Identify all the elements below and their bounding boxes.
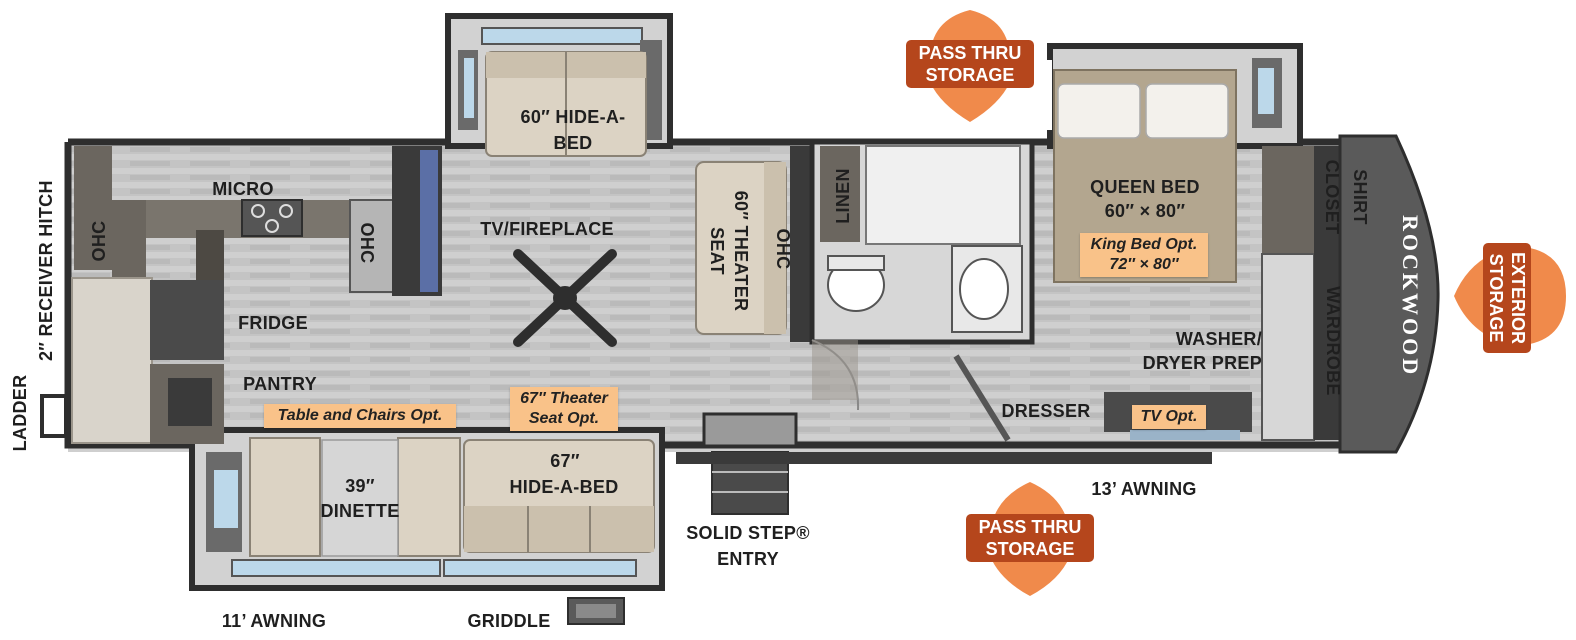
pass-thru-storage-bottom-line2: STORAGE — [985, 539, 1075, 559]
shirt-closet-label-line1: SHIRT — [1350, 169, 1370, 225]
ohc-bath-label: OHC — [773, 228, 793, 270]
theater-seat-60-label-line1: 60″ THEATER — [731, 190, 751, 312]
receiver-hitch-label: 2″ RECEIVER HITCH — [36, 180, 56, 361]
queen-bed-label-line2: 60″ × 80″ — [1104, 201, 1186, 221]
bedroom-furniture — [1104, 146, 1340, 441]
awning-11-label: 11’ AWNING — [221, 611, 327, 631]
bathroom — [809, 139, 1035, 345]
exterior-storage-line2: STORAGE — [1486, 253, 1506, 343]
king-bed-option: King Bed Opt. 72″ × 80″ — [1080, 233, 1208, 277]
micro-label: MICRO — [212, 179, 274, 199]
ohc-fireplace-label: OHC — [357, 222, 377, 264]
washer-dryer-label-line2: DRYER PREP — [1142, 353, 1262, 373]
pass-thru-storage-bottom-line1: PASS THRU — [978, 517, 1082, 537]
table-chairs-option: Table and Chairs Opt. — [264, 404, 456, 428]
theater-seat-67-option-line2: Seat Opt. — [528, 410, 600, 427]
theater-seat-60-label-line2: SEAT — [707, 227, 727, 275]
dresser-label: DRESSER — [1001, 401, 1091, 421]
kitchen-cabinets — [71, 146, 442, 444]
washer-dryer-label-line1: WASHER/ — [1175, 329, 1262, 349]
dinette-label-line2: DINETTE — [320, 501, 400, 521]
theater-seat-67-option: 67″ Theater Seat Opt. — [510, 387, 618, 431]
griddle-label: GRIDDLE — [467, 611, 551, 631]
hide-a-bed-60-label-line1: 60″ HIDE-A- — [520, 107, 626, 127]
sofa-60 — [485, 51, 647, 157]
pass-thru-storage-top-line1: PASS THRU — [918, 43, 1022, 63]
stove — [241, 199, 303, 237]
king-bed-option-line2: 72″ × 80″ — [1109, 256, 1179, 273]
ohc-kitchen-label: OHC — [89, 220, 109, 262]
hide-a-bed-67-label-line1: 67″ — [550, 451, 580, 471]
wardrobe-label: WARDROBE — [1323, 286, 1343, 396]
queen-bed-label-line1: QUEEN BED — [1090, 177, 1200, 197]
hide-a-bed-67-label-line2: HIDE-A-BED — [509, 477, 619, 497]
griddle-shape — [567, 597, 625, 625]
pass-thru-storage-top-line2: STORAGE — [925, 65, 1015, 85]
tv-option: TV Opt. — [1132, 405, 1206, 429]
dinette-label-line1: 39″ — [345, 476, 375, 496]
ladder-label: LADDER — [10, 374, 30, 452]
solid-step-label-line2: ENTRY — [717, 549, 779, 569]
theater-seat-60 — [695, 146, 810, 342]
ladder-shape — [40, 394, 68, 438]
awning-rail — [676, 452, 1212, 464]
pass-thru-storage-top-badge: PASS THRU STORAGE — [906, 40, 1034, 88]
shirt-closet-label-line2: CLOSET — [1322, 159, 1342, 235]
fridge-label: FRIDGE — [238, 313, 308, 333]
hide-a-bed-60-label-line2: BED — [553, 133, 593, 153]
awning-13-label: 13’ AWNING — [1091, 479, 1197, 499]
linen-label: LINEN — [833, 168, 853, 224]
sofa-67 — [463, 439, 655, 553]
tv-fireplace-label: TV/FIREPLACE — [480, 219, 614, 239]
ceiling-fan — [513, 249, 617, 347]
king-bed-option-line1: King Bed Opt. — [1090, 236, 1198, 253]
front-cap — [1338, 134, 1440, 454]
dinette-seats — [249, 437, 461, 557]
hall-door — [811, 339, 1011, 442]
rockwood-logo: ROCKWOOD — [1398, 215, 1423, 378]
solid-step-label-line1: SOLID STEP® — [686, 523, 810, 543]
pantry-label: PANTRY — [243, 374, 317, 394]
pass-thru-storage-bottom-badge: PASS THRU STORAGE — [966, 514, 1094, 562]
exterior-storage-badge: EXTERIOR STORAGE — [1483, 243, 1531, 353]
exterior-storage-line1: EXTERIOR — [1508, 251, 1528, 344]
theater-seat-67-option-line1: 67″ Theater — [520, 390, 608, 407]
